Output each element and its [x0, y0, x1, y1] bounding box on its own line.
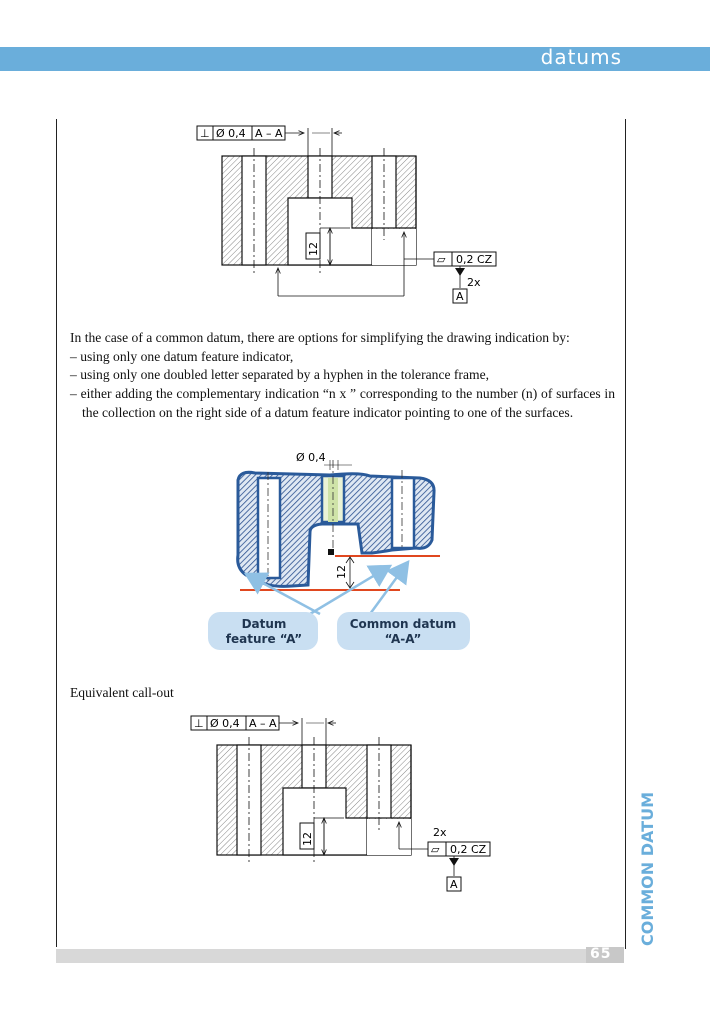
explanation-paragraph: In the case of a common datum, there are…	[70, 329, 615, 423]
fig2-callout-left-line1: Datum	[242, 617, 287, 631]
fig2-dimension-value: 12	[335, 565, 348, 579]
fig1-tol-datum: A – A	[255, 127, 283, 140]
fig2-callout-left-line2: feature “A”	[226, 632, 302, 646]
bullet-item: – either adding the complementary indica…	[70, 386, 615, 420]
fig1-count: 2x	[467, 276, 481, 289]
left-margin-line	[56, 119, 57, 947]
fig3-count: 2x	[433, 826, 447, 839]
fig3-dimension-value: 12	[301, 832, 314, 846]
fig1-datum-letter: A	[456, 290, 464, 303]
fig1-flatness-symbol: ▱	[437, 253, 446, 266]
page-number-box	[586, 947, 624, 963]
fig3-datum-letter: A	[450, 878, 458, 891]
fig2-callout-right-line2: “A-A”	[385, 632, 422, 646]
fig2-diameter-label: Ø 0,4	[296, 451, 326, 464]
fig2-callout-right-line1: Common datum	[350, 617, 457, 631]
page-number: 65	[590, 946, 612, 962]
fig3-flatness-value: 0,2 CZ	[450, 843, 487, 856]
fig1-dimension	[288, 228, 350, 265]
fig1-tolerance-frame	[196, 125, 342, 156]
fig3-dimension	[283, 818, 344, 855]
footer-band	[56, 949, 586, 963]
fig1-flatness-value: 0,2 CZ	[456, 253, 493, 266]
bullet-item: – using only one doubled letter separate…	[70, 367, 489, 383]
fig3-tol-value: Ø 0,4	[210, 717, 240, 730]
header-band	[0, 47, 710, 71]
fig2-sketch	[208, 460, 470, 650]
fig1-leader	[278, 232, 497, 304]
fig3-flatness-symbol: ▱	[431, 843, 440, 856]
paragraph-intro: In the case of a common datum, there are…	[70, 330, 570, 345]
bullet-item: – using only one datum feature indicator…	[70, 348, 294, 364]
right-margin-line	[625, 119, 626, 949]
fig3-tolerance-frame	[190, 715, 336, 745]
equivalent-callout-label: Equivalent call-out	[70, 685, 174, 700]
fig3-perp-symbol: ⊥	[194, 717, 204, 730]
fig1-perp-symbol: ⊥	[200, 127, 210, 140]
fig3-tol-datum: A – A	[249, 717, 277, 730]
section-title: datums	[540, 45, 622, 69]
fig3-leader	[399, 822, 491, 892]
fig1-dimension-value: 12	[307, 242, 320, 256]
fig1-tol-value: Ø 0,4	[216, 127, 246, 140]
